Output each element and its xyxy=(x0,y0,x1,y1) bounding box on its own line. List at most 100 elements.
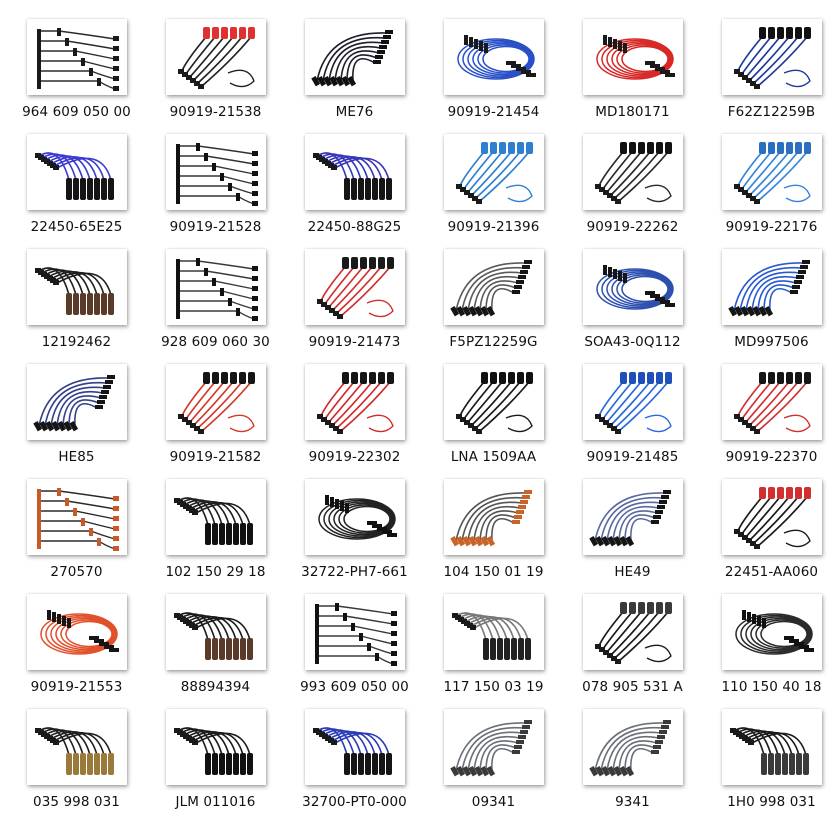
product-image[interactable] xyxy=(304,249,405,325)
product-card[interactable]: 964 609 050 00 xyxy=(7,12,146,127)
product-part-number[interactable]: 964 609 050 00 xyxy=(22,104,131,120)
product-image[interactable] xyxy=(165,249,266,325)
product-image[interactable] xyxy=(582,134,683,210)
product-part-number[interactable]: 90919-21454 xyxy=(447,104,540,120)
product-part-number[interactable]: 110 150 40 18 xyxy=(721,679,822,695)
product-image[interactable] xyxy=(721,594,822,670)
product-card[interactable]: 117 150 03 19 xyxy=(424,587,563,702)
product-image[interactable] xyxy=(26,19,127,95)
product-image[interactable] xyxy=(304,594,405,670)
product-card[interactable]: 102 150 29 18 xyxy=(146,472,285,587)
product-part-number[interactable]: SOA43-0Q112 xyxy=(584,334,681,350)
product-part-number[interactable]: 12192462 xyxy=(41,334,112,350)
product-part-number[interactable]: 90919-22302 xyxy=(308,449,401,465)
product-image[interactable] xyxy=(304,479,405,555)
product-card[interactable]: 90919-21553 xyxy=(7,587,146,702)
product-part-number[interactable]: 90919-21553 xyxy=(30,679,123,695)
product-part-number[interactable]: 90919-22176 xyxy=(725,219,818,235)
product-image[interactable] xyxy=(721,479,822,555)
product-image[interactable] xyxy=(26,364,127,440)
product-part-number[interactable]: 90919-21396 xyxy=(447,219,540,235)
product-card[interactable]: F5PZ12259G xyxy=(424,242,563,357)
product-part-number[interactable]: 22450-65E25 xyxy=(30,219,123,235)
product-card[interactable]: 035 998 031 xyxy=(7,702,146,817)
product-card[interactable]: HE49 xyxy=(563,472,702,587)
product-image[interactable] xyxy=(165,594,266,670)
product-card[interactable]: 90919-21582 xyxy=(146,357,285,472)
product-card[interactable]: 12192462 xyxy=(7,242,146,357)
product-image[interactable] xyxy=(443,709,544,785)
product-card[interactable]: SOA43-0Q112 xyxy=(563,242,702,357)
product-part-number[interactable]: 90919-22262 xyxy=(586,219,679,235)
product-part-number[interactable]: 078 905 531 A xyxy=(582,679,683,695)
product-part-number[interactable]: 90919-21485 xyxy=(586,449,679,465)
product-image[interactable] xyxy=(721,249,822,325)
product-card[interactable]: 88894394 xyxy=(146,587,285,702)
product-image[interactable] xyxy=(165,19,266,95)
product-image[interactable] xyxy=(165,709,266,785)
product-card[interactable]: 270570 xyxy=(7,472,146,587)
product-part-number[interactable]: 32722-PH7-661 xyxy=(301,564,408,580)
product-card[interactable]: 928 609 060 30 xyxy=(146,242,285,357)
product-part-number[interactable]: MD997506 xyxy=(734,334,809,350)
product-card[interactable]: 90919-21538 xyxy=(146,12,285,127)
product-image[interactable] xyxy=(721,134,822,210)
product-image[interactable] xyxy=(304,709,405,785)
product-part-number[interactable]: 88894394 xyxy=(180,679,251,695)
product-image[interactable] xyxy=(721,19,822,95)
product-image[interactable] xyxy=(582,709,683,785)
product-part-number[interactable]: 1H0 998 031 xyxy=(727,794,816,810)
product-image[interactable] xyxy=(582,249,683,325)
product-image[interactable] xyxy=(443,479,544,555)
product-part-number[interactable]: 90919-21538 xyxy=(169,104,262,120)
product-card[interactable]: HE85 xyxy=(7,357,146,472)
product-card[interactable]: 1H0 998 031 xyxy=(702,702,839,817)
product-part-number[interactable]: 32700-PT0-000 xyxy=(302,794,407,810)
product-image[interactable] xyxy=(165,479,266,555)
product-image[interactable] xyxy=(443,594,544,670)
product-part-number[interactable]: ME76 xyxy=(335,104,374,120)
product-image[interactable] xyxy=(443,364,544,440)
product-image[interactable] xyxy=(582,19,683,95)
product-part-number[interactable]: F5PZ12259G xyxy=(449,334,538,350)
product-image[interactable] xyxy=(721,709,822,785)
product-image[interactable] xyxy=(443,19,544,95)
product-image[interactable] xyxy=(443,134,544,210)
product-card[interactable]: 32722-PH7-661 xyxy=(285,472,424,587)
product-image[interactable] xyxy=(582,594,683,670)
product-card[interactable]: 90919-22176 xyxy=(702,127,839,242)
product-image[interactable] xyxy=(304,364,405,440)
product-card[interactable]: ME76 xyxy=(285,12,424,127)
product-image[interactable] xyxy=(443,249,544,325)
product-part-number[interactable]: MD180171 xyxy=(595,104,670,120)
product-part-number[interactable]: 117 150 03 19 xyxy=(443,679,544,695)
product-card[interactable]: 90919-21473 xyxy=(285,242,424,357)
product-image[interactable] xyxy=(26,479,127,555)
product-part-number[interactable]: 09341 xyxy=(471,794,516,810)
product-card[interactable]: 90919-21485 xyxy=(563,357,702,472)
product-card[interactable]: 22450-88G25 xyxy=(285,127,424,242)
product-card[interactable]: 22450-65E25 xyxy=(7,127,146,242)
product-part-number[interactable]: 928 609 060 30 xyxy=(161,334,270,350)
product-image[interactable] xyxy=(26,709,127,785)
product-part-number[interactable]: 9341 xyxy=(615,794,650,810)
product-part-number[interactable]: LNA 1509AA xyxy=(450,449,537,465)
product-card[interactable]: 09341 xyxy=(424,702,563,817)
product-card[interactable]: 90919-21454 xyxy=(424,12,563,127)
product-card[interactable]: 22451-AA060 xyxy=(702,472,839,587)
product-card[interactable]: F62Z12259B xyxy=(702,12,839,127)
product-image[interactable] xyxy=(582,364,683,440)
product-image[interactable] xyxy=(165,364,266,440)
product-part-number[interactable]: 90919-21528 xyxy=(169,219,262,235)
product-image[interactable] xyxy=(721,364,822,440)
product-part-number[interactable]: HE85 xyxy=(58,449,95,465)
product-part-number[interactable]: 22451-AA060 xyxy=(724,564,819,580)
product-card[interactable]: 90919-22302 xyxy=(285,357,424,472)
product-card[interactable]: 993 609 050 00 xyxy=(285,587,424,702)
product-part-number[interactable]: 270570 xyxy=(50,564,103,580)
product-card[interactable]: MD180171 xyxy=(563,12,702,127)
product-part-number[interactable]: 104 150 01 19 xyxy=(443,564,544,580)
product-part-number[interactable]: 102 150 29 18 xyxy=(165,564,266,580)
product-card[interactable]: 9341 xyxy=(563,702,702,817)
product-image[interactable] xyxy=(304,134,405,210)
